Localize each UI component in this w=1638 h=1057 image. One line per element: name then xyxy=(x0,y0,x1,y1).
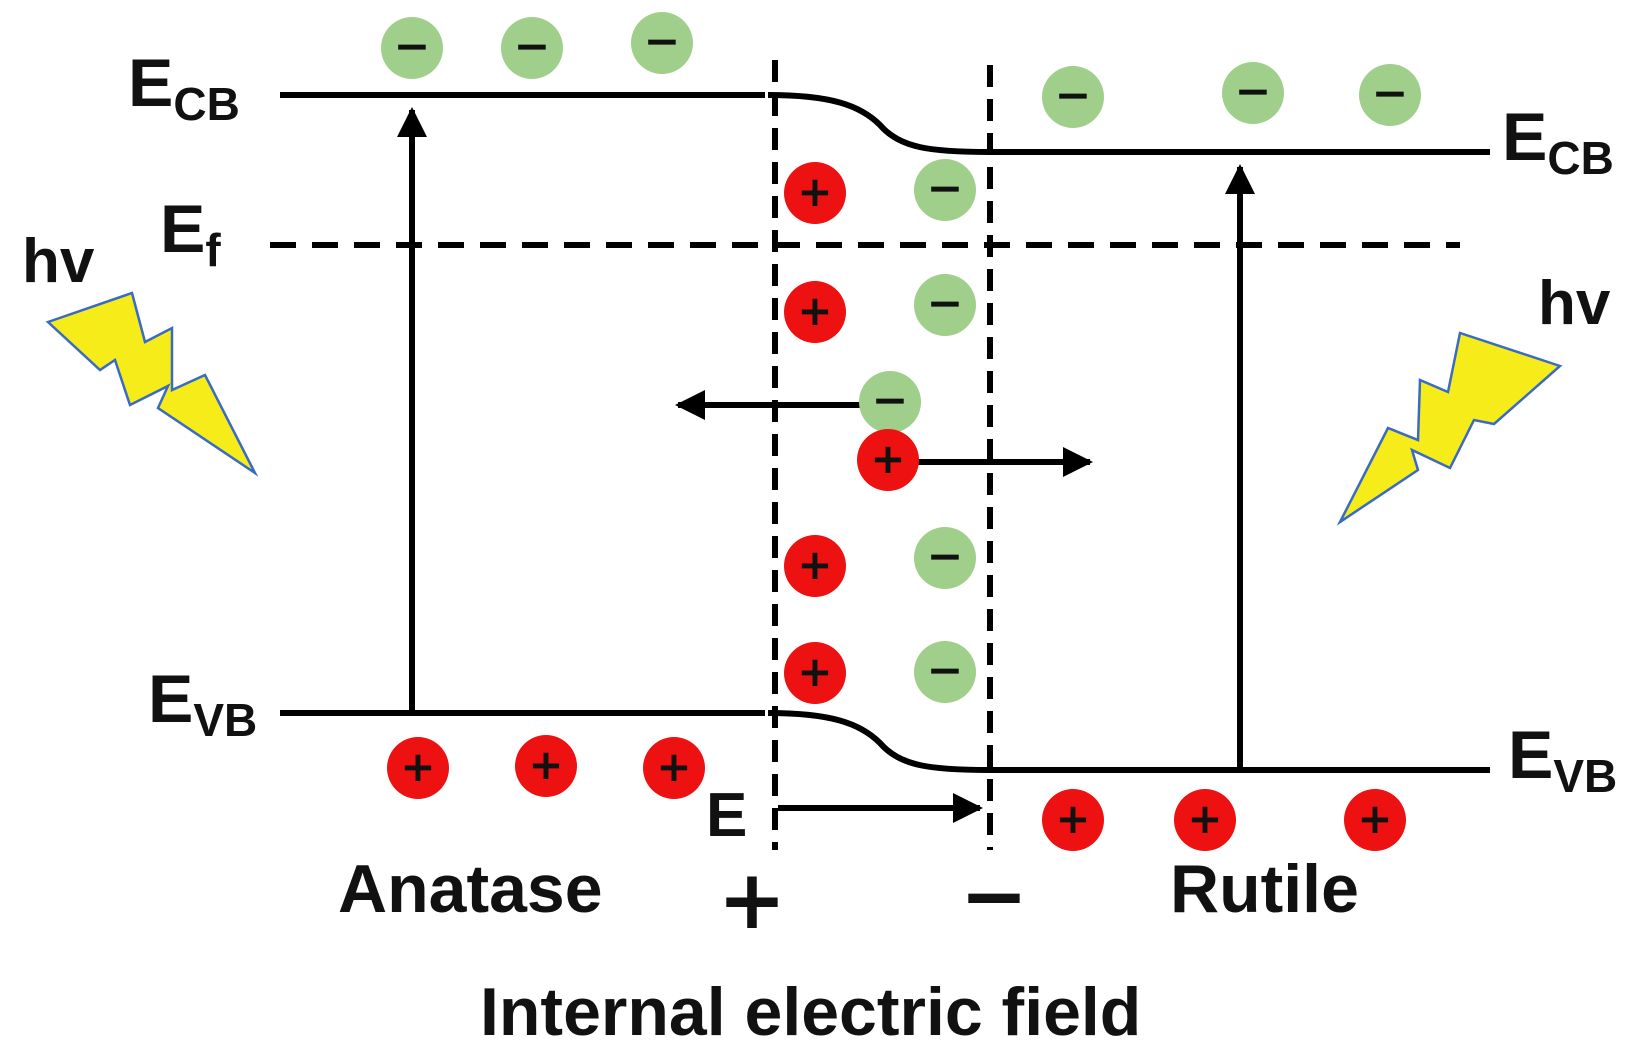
diagram-title: Internal electric field xyxy=(480,974,1141,1050)
hv-label-right: hv xyxy=(1538,269,1611,338)
hole: + xyxy=(515,735,577,797)
hole-symbol: + xyxy=(870,434,905,483)
hole-symbol: + xyxy=(797,540,832,589)
hole: + xyxy=(784,642,846,704)
electron-symbol: − xyxy=(644,16,681,67)
electron-symbol: − xyxy=(927,163,964,214)
electron: − xyxy=(1042,66,1104,128)
ecb-label-right: ECB xyxy=(1502,99,1614,184)
electron-symbol: − xyxy=(927,278,964,329)
hole: + xyxy=(1344,789,1406,851)
field-e-label: E xyxy=(706,781,747,850)
electron-symbol: − xyxy=(1235,66,1272,117)
hole: + xyxy=(784,162,846,224)
electron-symbol: − xyxy=(872,375,909,426)
hole: + xyxy=(784,281,846,343)
evb-label-left: EVB xyxy=(148,661,257,746)
hole-symbol: + xyxy=(797,286,832,335)
hole-symbol: + xyxy=(656,742,691,791)
hole-symbol: + xyxy=(797,167,832,216)
electron-symbol: − xyxy=(927,531,964,582)
hole: + xyxy=(643,737,705,799)
electron-symbol: − xyxy=(927,645,964,696)
hole-symbol: + xyxy=(1187,794,1222,843)
ecb-label-left: ECB xyxy=(128,45,240,130)
interface-minus-sign: − xyxy=(960,849,1029,944)
rutile-label: Rutile xyxy=(1170,851,1359,927)
electron: − xyxy=(914,159,976,221)
evb-label-right: EVB xyxy=(1508,717,1617,802)
hole-symbol: + xyxy=(528,740,563,789)
electron: − xyxy=(914,527,976,589)
hole-symbol: + xyxy=(400,742,435,791)
hole-symbol: + xyxy=(1357,794,1392,843)
anatase-label: Anatase xyxy=(338,851,603,927)
hole: + xyxy=(857,429,919,491)
electron: − xyxy=(859,371,921,433)
electron: − xyxy=(381,17,443,79)
interface-plus-sign: + xyxy=(718,853,787,948)
charge-carriers: −−−−−−−−−−−+++++++++++ xyxy=(381,12,1421,851)
electron: − xyxy=(1222,62,1284,124)
hole: + xyxy=(387,737,449,799)
electron: − xyxy=(631,12,693,74)
hole: + xyxy=(784,535,846,597)
hole-symbol: + xyxy=(797,647,832,696)
lightning-bolt-icon xyxy=(1336,331,1563,526)
ef-label: Ef xyxy=(160,191,221,276)
electron-symbol: − xyxy=(514,21,551,72)
hv-label-left: hv xyxy=(22,227,95,296)
electron: − xyxy=(501,17,563,79)
hole: + xyxy=(1042,789,1104,851)
electron-symbol: − xyxy=(1372,68,1409,119)
electron-symbol: − xyxy=(1055,70,1092,121)
interface-valence-band xyxy=(767,710,991,773)
electron-symbol: − xyxy=(394,21,431,72)
electron: − xyxy=(914,641,976,703)
hole: + xyxy=(1174,789,1236,851)
lightning-bolt-icon xyxy=(45,291,259,477)
electron: − xyxy=(1359,64,1421,126)
interface-conduction-band xyxy=(767,92,991,155)
hole-symbol: + xyxy=(1055,794,1090,843)
electron: − xyxy=(914,274,976,336)
